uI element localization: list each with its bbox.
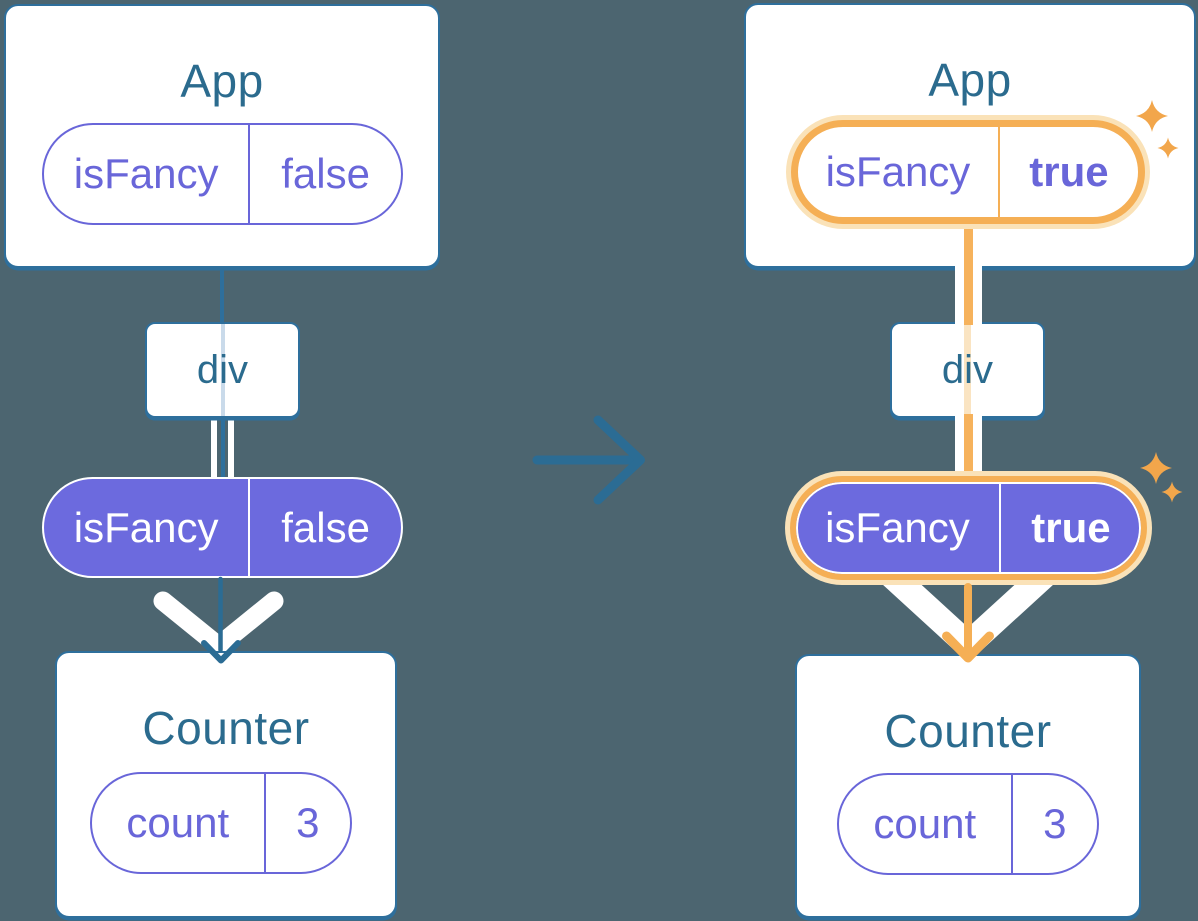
- flow-line-after: [964, 228, 973, 325]
- state-pill-counter-after: count 3: [837, 773, 1099, 875]
- pipe-wall: [955, 415, 964, 477]
- flow-line-before: [220, 266, 224, 324]
- flow-line-through-div-before: [220, 324, 225, 416]
- prop-value-cell: true: [997, 127, 1138, 217]
- flow-line-through-div-after: [964, 324, 971, 416]
- prop-name-cell: isFancy: [825, 504, 970, 551]
- component-label: App: [180, 55, 264, 107]
- state-value-cell: 3: [263, 774, 350, 872]
- state-name-cell: count: [126, 799, 230, 846]
- sparkle-icon: [1140, 452, 1183, 503]
- prop-name-cell: isFancy: [73, 150, 219, 197]
- state-value-cell: 3: [1010, 775, 1097, 873]
- pipe-wall: [211, 420, 217, 477]
- flow-line-after: [964, 414, 973, 477]
- flow-line-before: [220, 418, 225, 477]
- white-chevron-icon: [877, 560, 1059, 658]
- prop-pill-after: isFancy true: [790, 476, 1147, 580]
- component-label: Counter: [884, 705, 1052, 757]
- div-card-before: div: [145, 322, 300, 418]
- component-label: div: [941, 347, 994, 392]
- pipe-wall: [228, 420, 234, 477]
- state-pill-counter-before: count 3: [90, 772, 352, 874]
- state-name-cell: count: [873, 800, 977, 847]
- prop-name-cell: isFancy: [825, 148, 971, 195]
- component-label: App: [928, 54, 1012, 106]
- white-chevron-icon: [153, 591, 284, 656]
- component-label: Counter: [142, 702, 310, 754]
- pipe-wall: [973, 264, 982, 325]
- prop-pill-before: isFancy false: [42, 477, 403, 578]
- prop-value-cell: false: [248, 479, 401, 576]
- state-pill-app-before: isFancy false: [42, 123, 403, 225]
- down-arrow-icon: [942, 583, 994, 663]
- div-card-after: div: [890, 322, 1045, 418]
- prop-value-cell: true: [998, 482, 1141, 574]
- component-label: div: [196, 347, 249, 392]
- down-arrow-icon: [201, 576, 241, 664]
- pipe-wall: [955, 264, 964, 325]
- prop-value-cell: false: [248, 125, 401, 223]
- right-arrow-icon: [532, 415, 645, 505]
- pipe-wall: [973, 415, 982, 477]
- prop-name-cell: isFancy: [73, 503, 219, 551]
- state-pill-app-after: isFancy true: [791, 120, 1145, 224]
